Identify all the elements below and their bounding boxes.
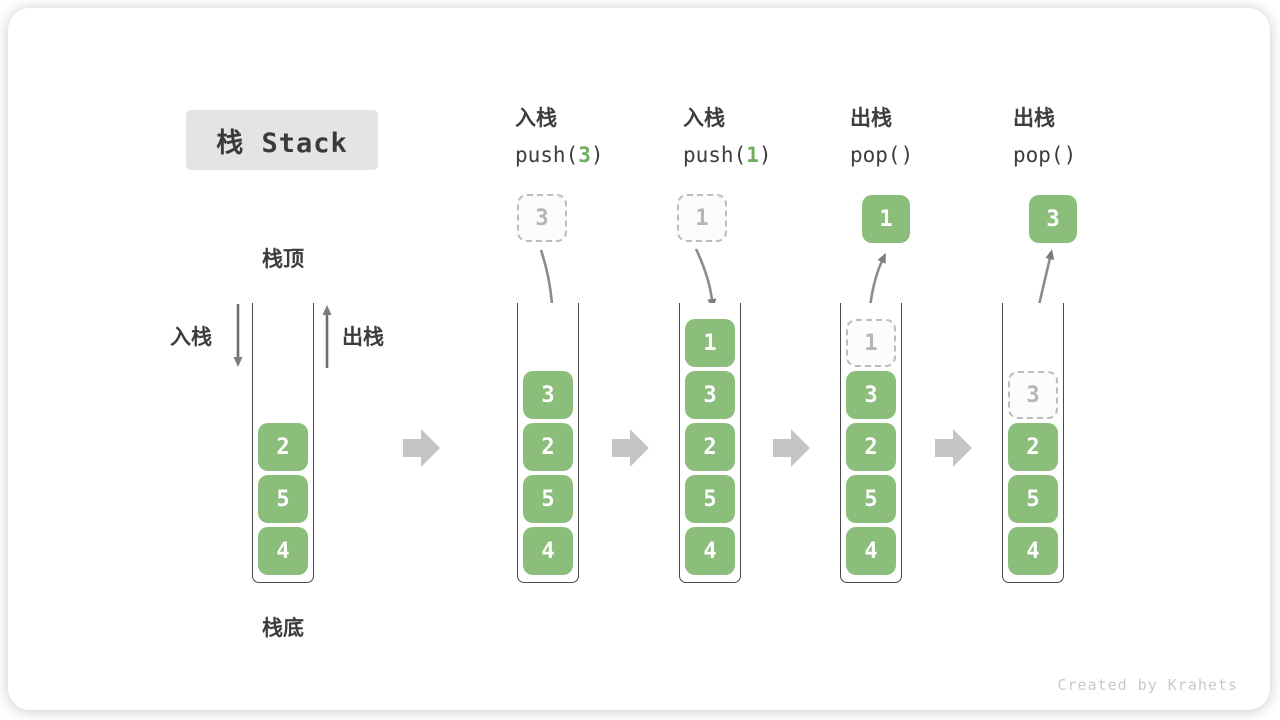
pushed-value-ghost: 1 — [677, 194, 727, 242]
op-label: 入栈 — [515, 106, 557, 130]
popped-value-box: 3 — [1029, 195, 1077, 243]
watermark: Created by Krahets — [1057, 676, 1238, 694]
push-1-arrow — [694, 248, 717, 309]
stack-state-after-push-1: 1 3 2 5 4 — [679, 303, 741, 583]
stack-element-removed-ghost: 1 — [846, 319, 896, 367]
stack-state-after-pop-1: 1 3 2 5 4 — [840, 303, 902, 583]
op-header-pop-second: 出栈 pop() — [1013, 102, 1076, 167]
page-title: 栈 Stack — [186, 110, 378, 170]
stack-element: 4 — [523, 527, 573, 575]
stack-element: 4 — [1008, 527, 1058, 575]
stack-state-after-pop-3: 3 2 5 4 — [1002, 303, 1064, 583]
stack-state-after-push-3: 3 2 5 4 — [517, 303, 579, 583]
state-transition-arrow-icon — [935, 429, 972, 467]
stack-element: 5 — [1008, 475, 1058, 523]
op-code-arg: 1 — [746, 143, 759, 167]
stack-element: 2 — [523, 423, 573, 471]
op-code: push(1) — [683, 143, 772, 167]
op-label: 出栈 — [850, 106, 892, 130]
stack-element-removed-ghost: 3 — [1008, 371, 1058, 419]
state-transition-arrow-icon — [773, 429, 810, 467]
stack-element: 5 — [523, 475, 573, 523]
popped-value-box: 1 — [862, 195, 910, 243]
pop-side-label: 出栈 — [342, 325, 384, 349]
stack-element: 2 — [258, 423, 308, 471]
op-label: 出栈 — [1013, 106, 1055, 130]
stack-element: 1 — [685, 319, 735, 367]
stack-element: 4 — [846, 527, 896, 575]
op-label: 入栈 — [683, 106, 725, 130]
stack-element: 2 — [846, 423, 896, 471]
stack-element: 3 — [846, 371, 896, 419]
state-transition-arrow-icon — [612, 429, 649, 467]
op-code-arg: 3 — [578, 143, 591, 167]
stack-element: 4 — [685, 527, 735, 575]
stack-element: 5 — [846, 475, 896, 523]
stack-element: 3 — [685, 371, 735, 419]
op-header-pop-first: 出栈 pop() — [850, 102, 913, 167]
stack-top-label: 栈顶 — [262, 247, 304, 271]
stack-bottom-label: 栈底 — [262, 616, 304, 640]
stack-element: 2 — [685, 423, 735, 471]
state-transition-arrow-icon — [403, 429, 440, 467]
stack-element: 5 — [258, 475, 308, 523]
pushed-value-ghost: 3 — [517, 194, 567, 242]
stack-element: 2 — [1008, 423, 1058, 471]
op-header-push-3: 入栈 push(3) — [515, 102, 604, 167]
stack-state-initial: 2 5 4 — [252, 303, 314, 583]
op-code: push(3) — [515, 143, 604, 167]
stack-element: 5 — [685, 475, 735, 523]
stack-element: 4 — [258, 527, 308, 575]
op-header-push-1: 入栈 push(1) — [683, 102, 772, 167]
stack-element: 3 — [523, 371, 573, 419]
op-code: pop() — [850, 143, 914, 167]
op-code: pop() — [1013, 143, 1077, 167]
push-side-label: 入栈 — [170, 325, 212, 349]
